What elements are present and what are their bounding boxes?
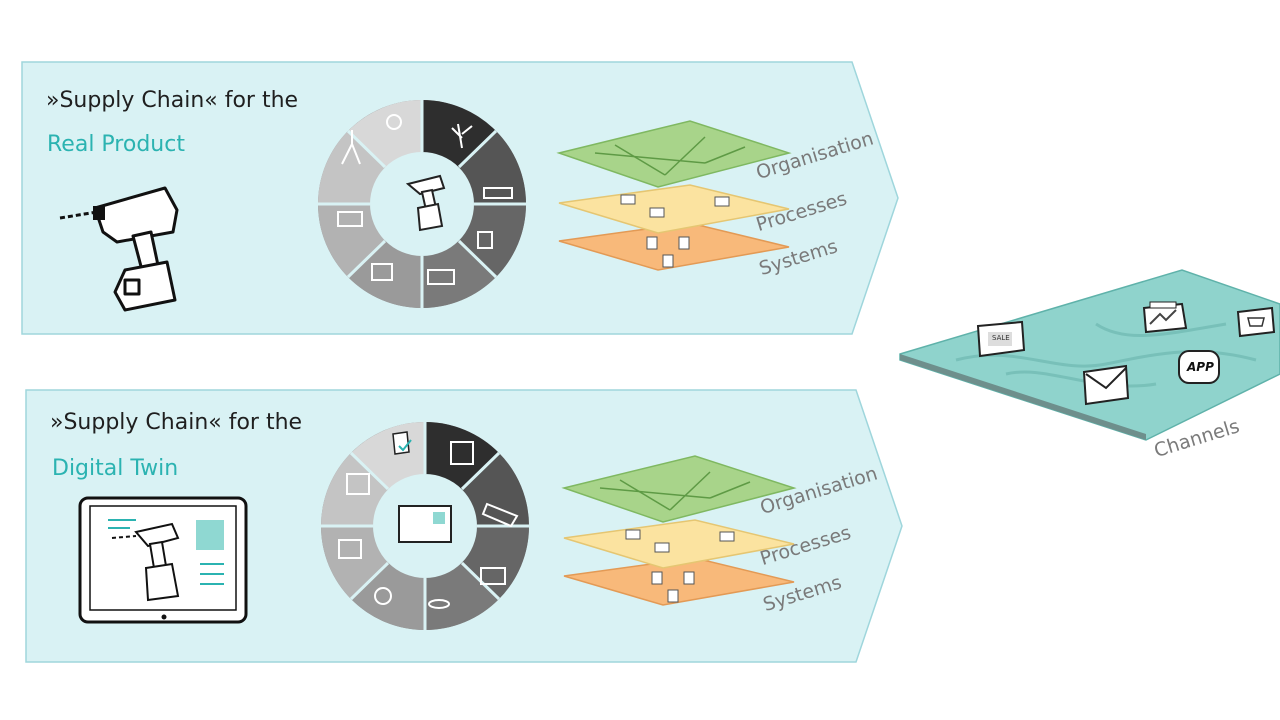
email-icon [1082,364,1130,406]
store-icon [1142,301,1188,334]
panel-title: »Supply Chain« for the [46,88,299,113]
panel-subtitle: Digital Twin [52,456,179,481]
shopping-cart-icon [1236,306,1276,338]
processes-layer [563,519,795,569]
sale-sign-text: SALE [992,334,1010,342]
channels-plate: SALE APP Channels [896,264,1280,464]
app-icon-text: APP [1187,360,1214,374]
app-icon [1178,350,1220,384]
sale-sign-icon [976,320,1026,358]
supply-cycle-wheel [318,100,526,308]
panel-title: »Supply Chain« for the [50,410,303,435]
organisation-layer [561,455,797,523]
panel-subtitle: Real Product [47,132,185,157]
digital-cycle-wheel [321,422,529,630]
processes-layer [558,184,790,234]
tablet-icon [78,496,248,624]
channels-plate-shape [899,269,1280,441]
panel-real-product: »Supply Chain« for the Real Product [0,0,900,340]
layer-stack [556,120,792,271]
panel-digital-twin: »Supply Chain« for the Digital Twin [0,380,910,670]
drill-icon [59,186,179,312]
organisation-layer [556,120,792,188]
layer-stack [561,455,797,606]
